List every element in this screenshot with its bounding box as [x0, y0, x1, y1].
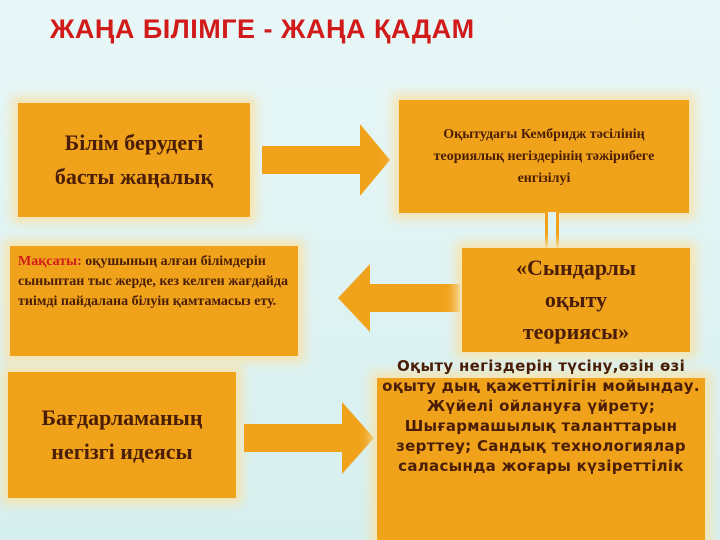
arrow-left-middle — [338, 264, 460, 332]
program-box: Бағдарламаның негізгі идеясы — [8, 372, 236, 498]
arrow-right-bottom — [244, 402, 374, 474]
theory-box: «Сындарлы оқыту теориясы» — [462, 248, 690, 352]
cambridge-text: Оқытудағы Кембридж тәсілінің теориялық н… — [433, 126, 655, 186]
innovation-box: Білім берудегі басты жаңалық — [18, 103, 250, 217]
cambridge-box: Оқытудағы Кембридж тәсілінің теориялық н… — [399, 100, 689, 213]
innovation-text: Білім берудегі басты жаңалық — [54, 130, 214, 189]
goal-paragraph: Мақсаты: оқушының алған білімдерін сынып… — [18, 252, 290, 312]
page-title: ЖАҢА БІЛІМГЕ - ЖАҢА ҚАДАМ — [50, 14, 475, 44]
ideas-box: Оқыту негіздерін түсіну,өзін өзі оқыту д… — [377, 357, 705, 540]
program-text: Бағдарламаның негізгі идеясы — [41, 405, 203, 464]
goal-text: оқушының алған білімдерін сыныптан тыс ж… — [18, 254, 288, 309]
goal-box: Мақсаты: оқушының алған білімдерін сынып… — [10, 246, 298, 356]
ideas-text: Оқыту негіздерін түсіну,өзін өзі оқыту д… — [382, 357, 700, 475]
goal-label: Мақсаты: — [18, 254, 82, 269]
arrow-right-top — [262, 124, 390, 196]
theory-text: «Сындарлы оқыту теориясы» — [515, 255, 637, 344]
connector-cambridge-theory — [545, 212, 559, 250]
